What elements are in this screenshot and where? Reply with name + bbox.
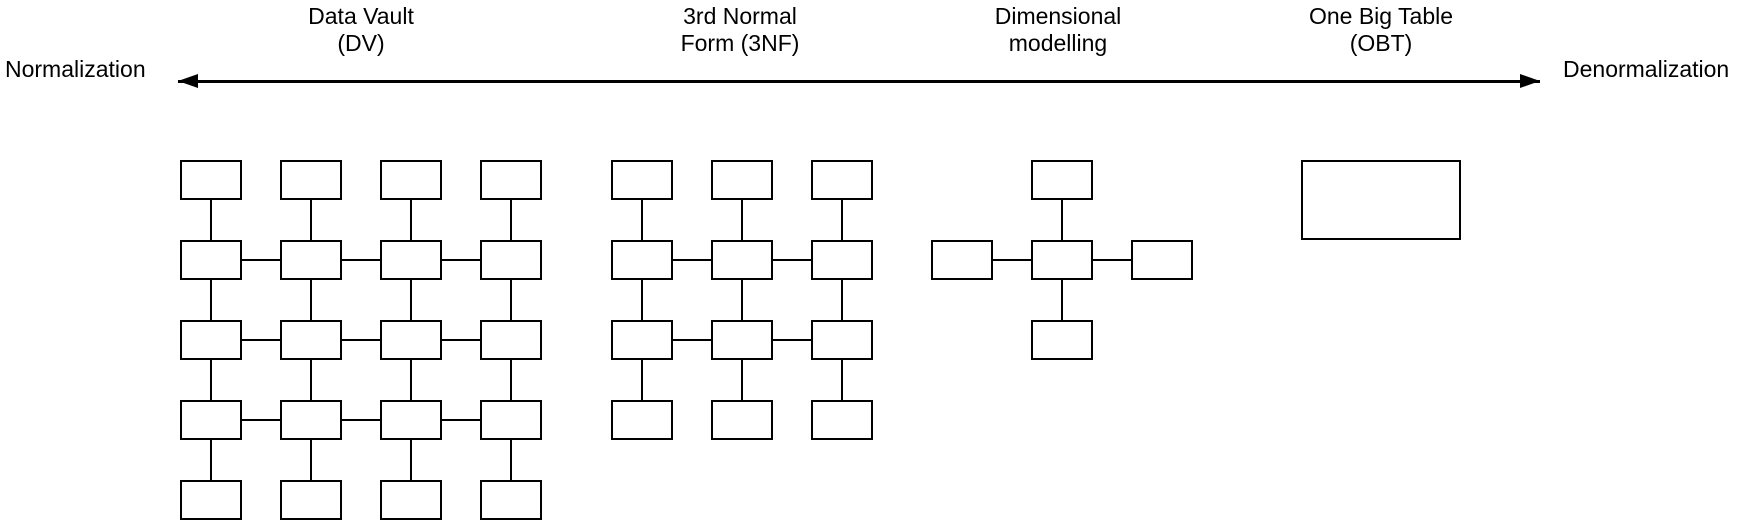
- third-normal-form-table-box: [811, 160, 873, 200]
- data-vault-connector-line: [242, 339, 280, 341]
- third-normal-form-connector-line: [641, 360, 643, 400]
- data-vault-table-box: [380, 160, 442, 200]
- data-vault-table-box: [280, 160, 342, 200]
- data-vault-connector-line: [410, 360, 412, 400]
- dimensional-modelling-table-box: [931, 240, 993, 280]
- arrow-right-head-icon: [1520, 73, 1540, 88]
- third-normal-form-connector-line: [773, 259, 811, 261]
- one-big-table-table-box: [1301, 160, 1461, 240]
- data-vault-connector-line: [342, 259, 380, 261]
- third-normal-form-table-box: [611, 400, 673, 440]
- data-vault-table-box: [180, 400, 242, 440]
- data-vault-table-box: [480, 240, 542, 280]
- data-vault-connector-line: [242, 419, 280, 421]
- data-vault-connector-line: [442, 419, 480, 421]
- third-normal-form-table-box: [711, 320, 773, 360]
- third-normal-form-table-box: [611, 240, 673, 280]
- data-vault-connector-line: [310, 440, 312, 480]
- data-vault-table-box: [480, 320, 542, 360]
- data-vault-connector-line: [242, 259, 280, 261]
- arrow-left-head-icon: [178, 73, 198, 88]
- data-vault-connector-line: [410, 440, 412, 480]
- data-vault-connector-line: [310, 200, 312, 240]
- data-vault-connector-line: [342, 339, 380, 341]
- normalization-label: Normalization: [5, 56, 146, 82]
- third-normal-form-table-box: [711, 160, 773, 200]
- label-dimensional-modelling: Dimensional modelling: [994, 3, 1122, 56]
- data-vault-connector-line: [310, 280, 312, 320]
- third-normal-form-connector-line: [741, 200, 743, 240]
- data-vault-connector-line: [210, 280, 212, 320]
- dimensional-modelling-connector-line: [993, 259, 1031, 261]
- third-normal-form-table-box: [711, 240, 773, 280]
- third-normal-form-connector-line: [641, 280, 643, 320]
- label-3nf: 3rd Normal Form (3NF): [680, 3, 800, 56]
- third-normal-form-connector-line: [841, 360, 843, 400]
- data-vault-table-box: [180, 320, 242, 360]
- third-normal-form-table-box: [611, 320, 673, 360]
- data-vault-table-box: [480, 400, 542, 440]
- third-normal-form-connector-line: [741, 280, 743, 320]
- third-normal-form-connector-line: [673, 339, 711, 341]
- denormalization-label: Denormalization: [1563, 56, 1730, 82]
- dimensional-modelling-table-box: [1131, 240, 1193, 280]
- data-vault-connector-line: [442, 259, 480, 261]
- data-vault-table-box: [280, 240, 342, 280]
- third-normal-form-connector-line: [841, 280, 843, 320]
- data-vault-connector-line: [210, 360, 212, 400]
- third-normal-form-table-box: [811, 240, 873, 280]
- third-normal-form-connector-line: [641, 200, 643, 240]
- third-normal-form-connector-line: [673, 259, 711, 261]
- data-vault-connector-line: [510, 360, 512, 400]
- data-vault-connector-line: [410, 200, 412, 240]
- third-normal-form-table-box: [711, 400, 773, 440]
- dimensional-modelling-table-box: [1031, 320, 1093, 360]
- third-normal-form-connector-line: [773, 339, 811, 341]
- dimensional-modelling-connector-line: [1061, 280, 1063, 320]
- data-vault-connector-line: [342, 419, 380, 421]
- data-vault-table-box: [480, 160, 542, 200]
- data-vault-table-box: [280, 400, 342, 440]
- data-vault-connector-line: [310, 360, 312, 400]
- third-normal-form-connector-line: [741, 360, 743, 400]
- data-vault-table-box: [480, 480, 542, 520]
- data-vault-table-box: [280, 320, 342, 360]
- data-vault-table-box: [380, 240, 442, 280]
- third-normal-form-table-box: [811, 400, 873, 440]
- data-vault-table-box: [380, 480, 442, 520]
- data-vault-table-box: [180, 160, 242, 200]
- data-vault-table-box: [280, 480, 342, 520]
- spectrum-arrow-line: [178, 79, 1540, 83]
- label-one-big-table: One Big Table (OBT): [1308, 3, 1454, 56]
- data-vault-connector-line: [510, 280, 512, 320]
- dimensional-modelling-table-box: [1031, 160, 1093, 200]
- label-data-vault: Data Vault (DV): [308, 3, 414, 56]
- data-vault-connector-line: [510, 440, 512, 480]
- data-vault-connector-line: [510, 200, 512, 240]
- third-normal-form-table-box: [811, 320, 873, 360]
- dimensional-modelling-connector-line: [1093, 259, 1131, 261]
- data-vault-table-box: [380, 400, 442, 440]
- data-vault-table-box: [380, 320, 442, 360]
- data-vault-connector-line: [410, 280, 412, 320]
- data-vault-connector-line: [442, 339, 480, 341]
- data-vault-connector-line: [210, 200, 212, 240]
- third-normal-form-connector-line: [841, 200, 843, 240]
- data-vault-table-box: [180, 240, 242, 280]
- dimensional-modelling-connector-line: [1061, 200, 1063, 240]
- data-vault-table-box: [180, 480, 242, 520]
- third-normal-form-table-box: [611, 160, 673, 200]
- dimensional-modelling-table-box: [1031, 240, 1093, 280]
- data-vault-connector-line: [210, 440, 212, 480]
